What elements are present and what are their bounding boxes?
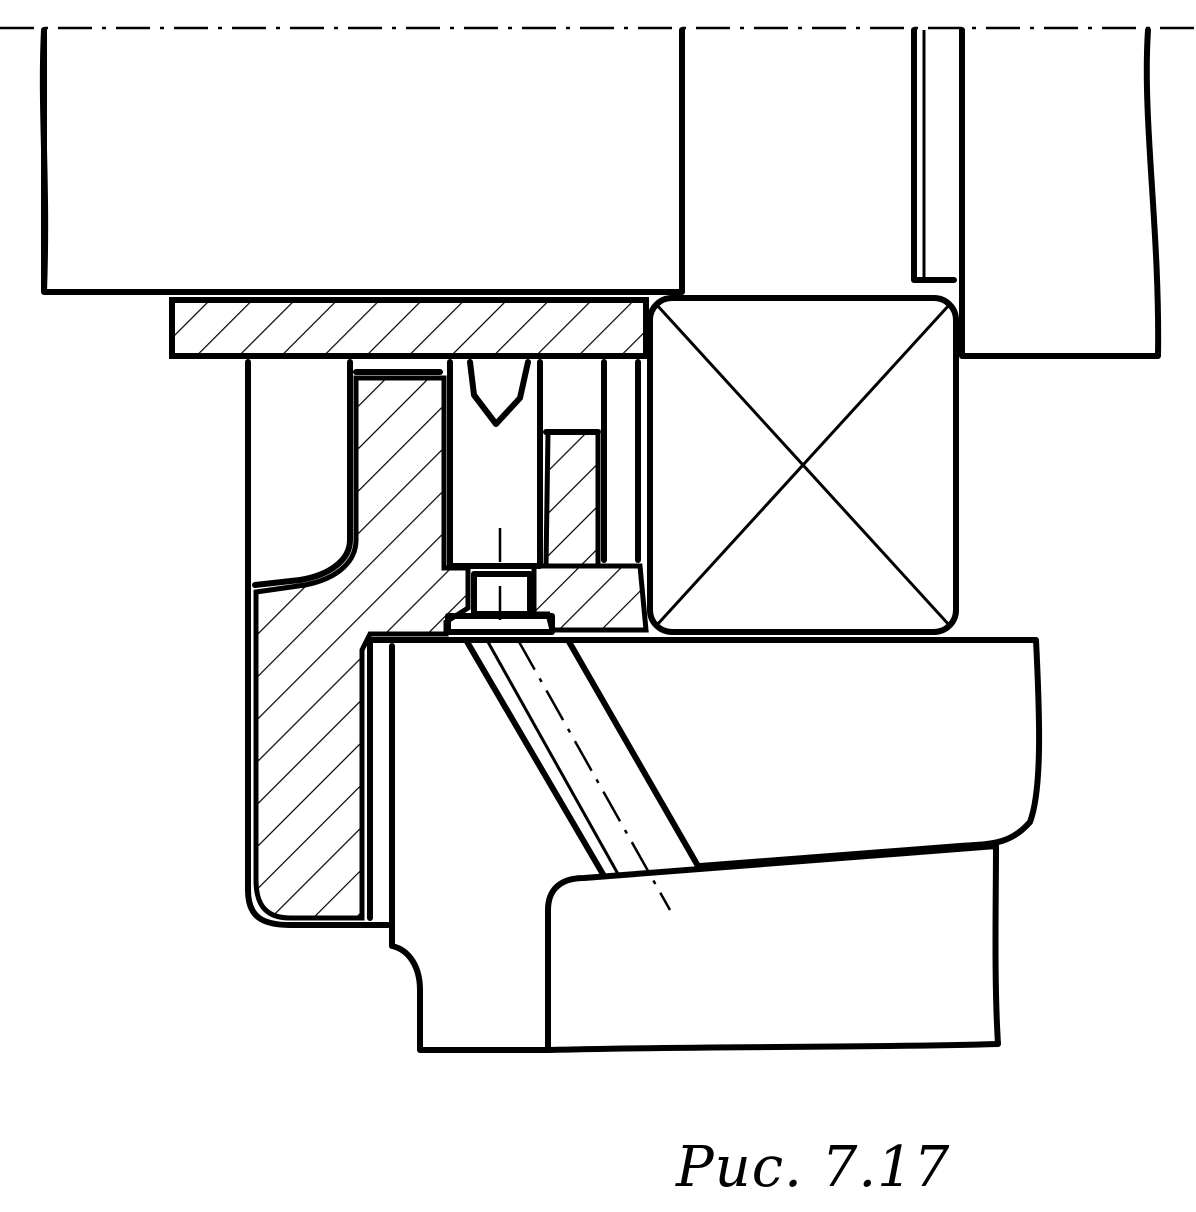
oil-channel-axis (516, 639, 672, 911)
housing-right-block (959, 27, 1162, 359)
shaft-step-block (679, 27, 957, 295)
groove-right-wall (601, 359, 641, 563)
lubricator-nipple (471, 571, 533, 617)
seal-ring-right-section (543, 429, 601, 569)
figure-caption: Рис. 7.17 (676, 1135, 951, 1200)
shaft-body (39, 27, 683, 295)
seal-housing-outline (245, 359, 391, 928)
lower-shaft-outline (367, 637, 1043, 921)
spacer-plate (169, 297, 649, 359)
oil-channel-inner-1 (486, 641, 620, 875)
housing-inner-recess (252, 359, 353, 588)
oil-channel-wall-1 (463, 638, 607, 878)
oil-channel-wall-2 (565, 638, 701, 868)
lower-shaft-step (389, 643, 551, 1053)
rolling-bearing (647, 295, 959, 635)
nipple-base (445, 613, 555, 635)
lower-shaft-foot (545, 843, 1001, 1053)
seal-ring-section (253, 375, 471, 921)
groove-pocket (447, 359, 543, 569)
bearing-cross-2 (654, 302, 952, 628)
v-notch (467, 359, 531, 427)
